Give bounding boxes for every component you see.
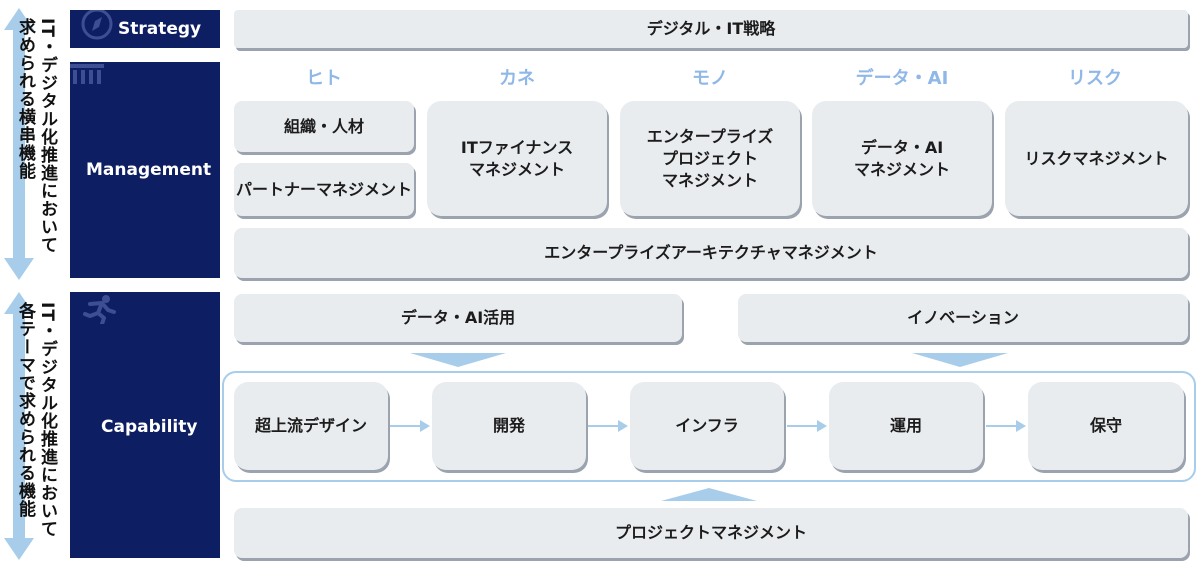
process-flow-frame [222, 371, 1196, 482]
down-arrow-icon [410, 353, 506, 367]
theme-function-label: IT・デジタル化推進において 各テーマで求められる機能 [15, 302, 57, 538]
project-management-box: プロジェクトマネジメント [234, 508, 1188, 558]
cross-functional-label: IT・デジタル化推進において 求められる横串機能 [15, 18, 57, 254]
right-arrow-icon [986, 420, 1026, 432]
management-section: Management [70, 62, 220, 278]
enterprise-architecture-management-box: エンタープライズアーキテクチャマネジメント [234, 228, 1188, 278]
pillar-kane: カネ [499, 68, 535, 89]
flow-step-development: 開発 [432, 382, 586, 470]
up-arrow-icon [661, 488, 757, 501]
pillar-mono: モノ [692, 68, 728, 89]
runner-icon [83, 295, 116, 324]
double-arrow-icon [4, 8, 34, 280]
enterprise-project-management-box: エンタープライズ プロジェクト マネジメント [620, 101, 800, 216]
flow-step-infrastructure: インフラ [630, 382, 784, 470]
pillar-risk: リスク [1068, 68, 1122, 89]
right-arrow-icon [588, 420, 628, 432]
compass-icon [81, 10, 113, 40]
risk-management-box: リスクマネジメント [1005, 101, 1188, 216]
organization-talent-box: 組織・人材 [234, 101, 414, 152]
pillar-data-ai: データ・AI [855, 68, 949, 89]
it-finance-management-box: ITファイナンス マネジメント [427, 101, 607, 216]
section-label-management: Management [86, 160, 212, 180]
section-label-strategy: Strategy [118, 19, 202, 39]
data-ai-management-box: データ・AI マネジメント [812, 101, 992, 216]
capability-section: Capability [70, 292, 220, 558]
right-arrow-icon [390, 420, 430, 432]
innovation-box: イノベーション [738, 294, 1188, 342]
double-arrow-icon [4, 292, 34, 560]
digital-it-strategy-box: デジタル・IT戦略 [234, 10, 1188, 48]
right-arrow-icon [787, 420, 827, 432]
flow-step-maintenance: 保守 [1028, 382, 1184, 470]
data-ai-utilization-box: データ・AI活用 [234, 294, 682, 342]
pillar-hito: ヒト [306, 68, 342, 89]
down-arrow-icon [912, 353, 1008, 367]
pillar-building-icon [70, 64, 104, 84]
flow-step-operations: 運用 [829, 382, 983, 470]
section-label-capability: Capability [101, 417, 198, 437]
partner-management-box: パートナーマネジメント [234, 163, 414, 216]
strategy-section: Strategy [70, 10, 220, 48]
flow-step-upstream-design: 超上流デザイン [234, 382, 388, 470]
